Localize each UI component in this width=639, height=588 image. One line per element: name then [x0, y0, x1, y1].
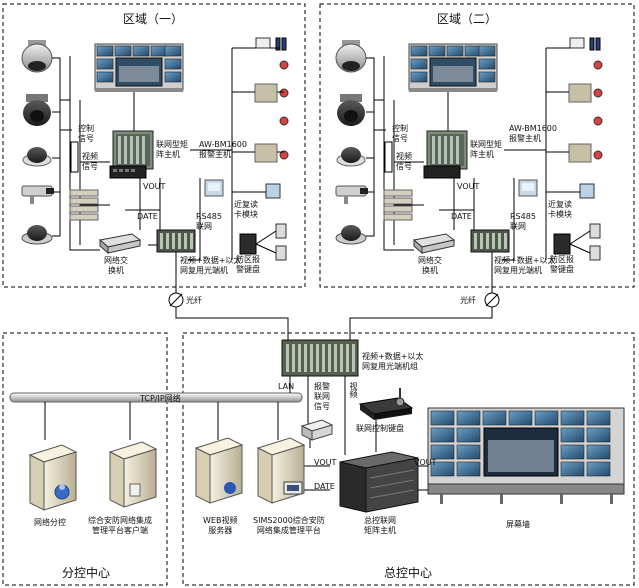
zone1-vout-label: VOUT	[143, 182, 166, 191]
keyboard-label: 联网控制键盘	[356, 424, 404, 433]
tcp-ip-network-pipe	[9, 392, 303, 403]
zone1-optical-mux	[156, 229, 196, 253]
net-client-server	[28, 444, 78, 511]
sims-platform-label: SIMS2000综合安防 网络集成管理平台	[253, 516, 325, 535]
video-wall-label: 屏幕墙	[506, 520, 530, 529]
zone2-ceiling-dome-camera	[335, 225, 367, 245]
main-center-wiring	[44, 376, 430, 491]
video-splitter-stack	[69, 189, 99, 221]
sims-platform-server	[256, 437, 306, 504]
zone1-video-signal-label: 视频 信号	[82, 152, 98, 171]
zone1-date-label: DATE	[137, 212, 158, 221]
ceiling-dome-camera	[21, 225, 53, 245]
zone2-network-switch	[412, 233, 456, 255]
zone2-optical-mux-label: 视频+数据+以太 网复用光端机	[494, 256, 556, 275]
zone2-video-distributor	[384, 141, 393, 173]
lan-label: LAN	[278, 382, 295, 391]
branch-title: 分控中心	[62, 566, 111, 580]
zone2-video-signal-label: 视频 信号	[396, 152, 412, 171]
alarm-interface-box	[300, 419, 334, 441]
speed-dome-camera	[23, 94, 51, 126]
zone1-detectors	[188, 37, 289, 261]
zone2-bullet-camera	[335, 185, 368, 204]
zone1-keypad-label: 防区报 警键盘	[236, 255, 260, 274]
main-matrix-host	[339, 451, 419, 513]
zone1-matrix-host-label: 联网型矩 阵主机	[156, 140, 188, 159]
zone1-matrix-host	[109, 130, 154, 179]
zone1-card-module-label: 近复读 卡模块	[234, 200, 258, 219]
zone2-date-label: DATE	[451, 212, 472, 221]
zone2-control-signal-label: 控制 信号	[392, 124, 408, 143]
zone2-vout-label: VOUT	[457, 182, 480, 191]
bullet-camera	[21, 185, 54, 204]
branch-box	[2, 332, 168, 586]
zone2-title: 区域（二）	[437, 12, 498, 26]
network-control-keyboard	[358, 388, 414, 420]
mini-dome-camera	[22, 147, 52, 167]
zone1-alarm-host	[204, 179, 224, 197]
zone1-title: 区域（一）	[123, 12, 184, 26]
zone2-devices	[335, 37, 603, 300]
ptz-dome-camera	[21, 40, 53, 73]
zone2-monitor-wall	[408, 43, 498, 92]
web-video-server	[194, 437, 244, 504]
main-title: 总控中心	[384, 566, 433, 580]
zone2-speed-dome-camera	[337, 94, 365, 126]
zone2-matrix-host	[423, 130, 468, 179]
zone1-rs485-label: RS485 联网	[196, 212, 222, 231]
zone2-card-module-label: 近复读 卡模块	[548, 200, 572, 219]
zone1-network-switch	[98, 233, 142, 255]
zone1-switch-label: 网络交 换机	[104, 256, 128, 275]
fiber-label-left: 光纤	[186, 296, 202, 305]
zone2-alarm-host-label: AW-BM1600 报警主机	[509, 124, 557, 143]
zone1-monitor-wall	[94, 43, 184, 92]
video-distributor	[70, 141, 79, 173]
zone2-box	[319, 3, 635, 288]
tcp-ip-label: TCP/IP网络	[140, 394, 181, 403]
mgmt-client-server	[108, 441, 158, 508]
main-video-wall	[427, 407, 625, 504]
zone2-keypad-label: 防区报 警键盘	[550, 255, 574, 274]
main-date-label: DATE	[314, 482, 335, 491]
wall-vout-label: VOUT	[414, 458, 437, 467]
mgmt-client-label: 综合安防网络集成 管理平台客户端	[88, 516, 152, 535]
web-server-label: WEB视频 服务器	[203, 516, 238, 535]
fiber-links	[168, 292, 500, 340]
main-vout-label: VOUT	[314, 458, 337, 467]
main-box	[182, 332, 635, 586]
main-optical-mux-label: 视频+数据+以太 网复用光端机组	[362, 352, 424, 371]
zone1-alarm-host-label: AW-BM1600 报警主机	[199, 140, 247, 159]
zone2-mini-dome-camera	[336, 147, 366, 167]
fiber-label-right: 光纤	[460, 296, 476, 305]
net-client-label: 网络分控	[34, 518, 66, 527]
zone1-optical-mux-label: 视频+数据+以太 网复用光端机	[180, 256, 242, 275]
zone2-alarm-host	[518, 179, 538, 197]
zone2-switch-label: 网络交 换机	[418, 256, 442, 275]
zone2-optical-mux	[470, 229, 510, 253]
alarm-signal-label: 报警 联网 信号	[314, 382, 330, 411]
zone2-matrix-host-label: 联网型矩 阵主机	[470, 140, 502, 159]
zone2-rs485-label: RS485 联网	[510, 212, 536, 231]
zone2-video-splitter-stack	[383, 189, 413, 221]
zone1-devices	[21, 37, 289, 300]
video-feed-label: 视频	[349, 382, 358, 398]
zone1-box	[2, 3, 306, 288]
zone2-detectors	[502, 37, 603, 261]
zone2-ptz-dome-camera	[335, 40, 367, 73]
zone1-control-signal-label: 控制 信号	[78, 124, 94, 143]
main-optical-mux-group	[281, 339, 359, 377]
main-matrix-label: 总控联网 矩阵主机	[364, 516, 396, 535]
